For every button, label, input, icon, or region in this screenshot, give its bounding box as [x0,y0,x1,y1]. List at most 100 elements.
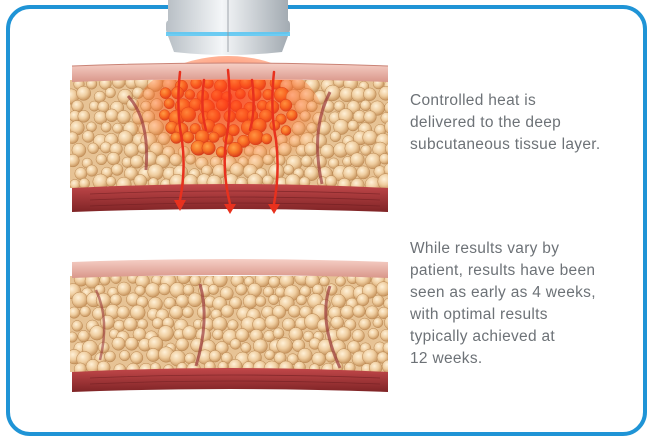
fat-cell [101,122,111,132]
fat-cell [337,349,352,364]
fat-cell [148,164,164,180]
fat-cell [332,294,346,308]
fat-cell [117,282,131,296]
fat-cell [288,305,300,317]
caption-line: patient, results have been [410,260,655,282]
fat-cell [269,276,280,287]
fat-cell [90,326,105,341]
fat-cell [255,296,266,307]
fat-cell [67,132,79,144]
fat-cell [176,338,189,351]
fat-cell [100,142,111,153]
fat-cell [86,165,97,176]
fat-cell [379,154,390,165]
fat-cell [227,320,238,331]
fat-cell [372,295,384,307]
fat-cell [72,321,83,332]
fat-cell [269,295,279,305]
fat-cell [273,328,284,339]
fat-cell [360,100,371,111]
fat-cell [124,317,138,331]
fat-cell [357,166,370,179]
fat-cell [94,91,105,102]
fat-cell [68,307,79,318]
results-caption: While results vary by patient, results h… [410,238,655,370]
fat-cell [385,143,398,156]
fat-cell [145,283,160,298]
fat-cell [298,348,313,363]
fat-cell [117,306,130,319]
fat-cell [110,294,121,305]
fat-cell [188,293,202,307]
fat-cell [350,153,364,167]
fat-cell [236,284,247,295]
fat-cell [96,154,107,165]
fat-cell [183,326,197,340]
fat-cell [147,348,160,361]
fat-cell [380,329,392,341]
tissue-cross-section-heated [63,56,399,214]
fat-cell [213,329,224,340]
fat-cell [379,86,393,100]
fat-cell [82,131,94,143]
fat-cell [88,143,99,154]
skin-layer [72,259,388,278]
fat-cell [341,305,355,319]
fat-cell [78,330,90,342]
fat-cell [385,120,400,135]
heat-caption: Controlled heat is delivered to the deep… [410,90,655,156]
fat-cell [364,111,377,124]
fat-cell [79,178,90,189]
fat-cell [125,337,138,350]
fat-cell [80,306,91,317]
fat-cell [335,276,345,286]
fat-cell [265,315,279,329]
ultrasound-applicator-icon [166,0,290,55]
fat-cell [378,174,394,190]
fat-cell [131,352,143,364]
caption-line: Controlled heat is [410,90,655,112]
fat-cell [107,152,120,165]
fat-cell [78,110,90,122]
fat-cell [265,350,275,360]
fat-cell [330,131,341,142]
muscle-layer [72,368,388,392]
fat-cell [208,284,218,294]
fat-cell [120,350,130,360]
fat-cell [366,306,379,319]
fat-cell [359,318,371,330]
fat-cell [75,168,87,180]
fat-cell [105,351,116,362]
tissue-cross-section-results [65,259,399,392]
caption-line: 12 weeks. [410,348,655,370]
fat-cell [301,156,312,167]
fat-cell [352,330,364,342]
caption-line: with optimal results [410,304,655,326]
fat-cell [72,292,88,308]
fat-cell [384,315,399,330]
fat-cell [363,88,376,101]
fat-cell [72,100,84,112]
caption-line: typically achieved at [410,326,655,348]
fat-cell [130,155,143,168]
fat-cell [296,295,306,305]
fat-cell [209,350,221,362]
caption-line: subcutaneous tissue layer. [410,134,655,156]
fat-cell [241,343,251,353]
fat-cell [277,338,293,354]
fat-cell [289,327,303,341]
fat-cell [336,327,351,342]
fat-cell [105,109,118,122]
fat-cell [368,328,379,339]
fat-cell [77,86,91,100]
caption-line: While results vary by [410,238,655,260]
fat-cell [230,339,241,350]
caption-line: seen as early as 4 weeks, [410,282,655,304]
fat-cell [112,337,125,350]
fat-cell [221,305,234,318]
fat-cell [348,120,359,131]
fat-cell [159,283,171,295]
fat-cell [376,282,391,297]
fat-cell [106,177,116,187]
